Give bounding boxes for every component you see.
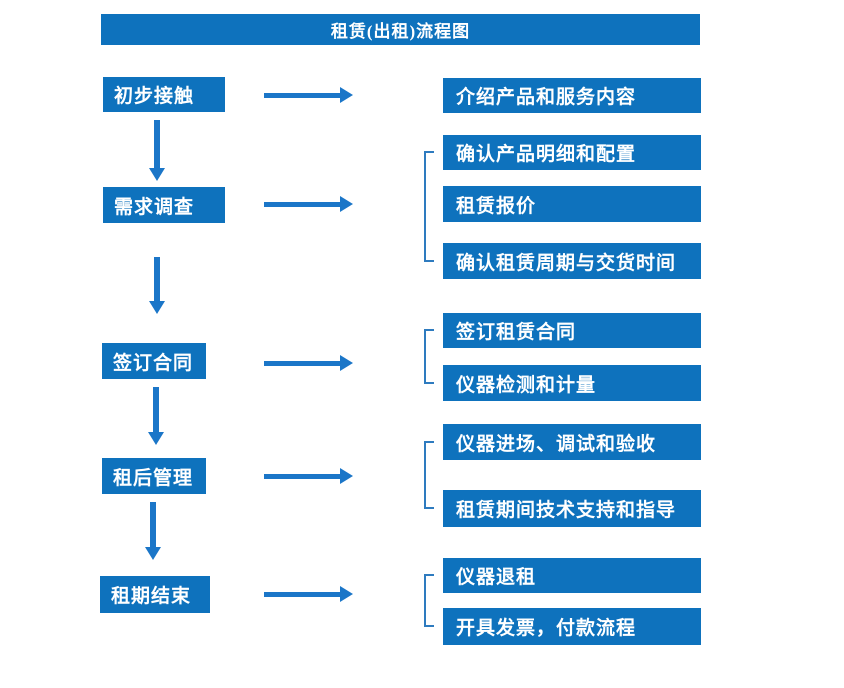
right-arrow-shaft (264, 474, 341, 479)
step-box-initial-contact: 初步接触 (103, 77, 225, 112)
right-arrow (264, 196, 353, 212)
right-arrow (264, 586, 353, 602)
down-arrow-head (148, 432, 164, 445)
right-arrow-head (340, 355, 353, 371)
step-box-post-rental-management: 租后管理 (102, 458, 206, 494)
down-arrow-head (149, 168, 165, 181)
output-box-invoice-payment: 开具发票，付款流程 (443, 608, 701, 645)
down-arrow (145, 502, 162, 560)
down-arrow-head (149, 301, 165, 314)
down-arrow (148, 387, 165, 445)
step-box-rental-end: 租期结束 (100, 576, 210, 613)
output-box-rental-quote: 租赁报价 (443, 186, 701, 222)
down-arrow-shaft (150, 502, 156, 547)
output-box-confirm-details: 确认产品明细和配置 (443, 135, 701, 170)
output-box-instrument-return: 仪器退租 (443, 558, 701, 593)
right-arrow-head (340, 196, 353, 212)
down-arrow (149, 120, 166, 181)
right-arrow-shaft (264, 592, 341, 597)
right-arrow-head (340, 468, 353, 484)
down-arrow-head (145, 547, 161, 560)
right-arrow (264, 468, 353, 484)
right-arrow-shaft (264, 93, 341, 98)
output-box-introduce-products: 介绍产品和服务内容 (443, 78, 701, 113)
right-arrow-head (340, 87, 353, 103)
step-box-sign-contract: 签订合同 (102, 343, 206, 379)
bracket (424, 574, 434, 627)
output-box-tech-support: 租赁期间技术支持和指导 (443, 490, 701, 527)
output-box-instrument-setup-acceptance: 仪器进场、调试和验收 (443, 424, 701, 460)
right-arrow-shaft (264, 361, 341, 366)
right-arrow-head (340, 586, 353, 602)
down-arrow (149, 257, 166, 314)
down-arrow-shaft (153, 387, 159, 432)
output-box-instrument-inspection: 仪器检测和计量 (443, 365, 701, 401)
step-box-demand-survey: 需求调查 (103, 187, 225, 223)
output-box-sign-rental-contract: 签订租赁合同 (443, 313, 701, 348)
bracket (424, 151, 434, 262)
diagram-title: 租赁(出租)流程图 (101, 14, 700, 45)
bracket (424, 441, 434, 509)
right-arrow-shaft (264, 202, 341, 207)
down-arrow-shaft (154, 120, 160, 168)
right-arrow (264, 355, 353, 371)
output-box-confirm-period-delivery: 确认租赁周期与交货时间 (443, 243, 701, 279)
down-arrow-shaft (154, 257, 160, 301)
right-arrow (264, 87, 353, 103)
bracket (424, 329, 434, 384)
